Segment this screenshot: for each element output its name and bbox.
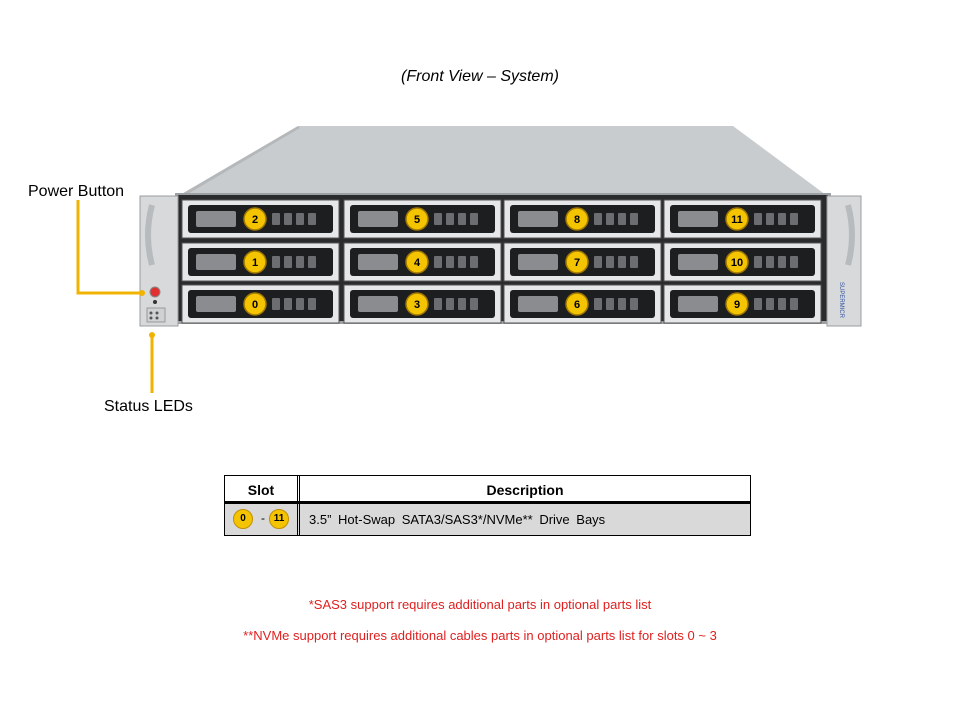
slot-number: 4	[414, 257, 421, 269]
table-header-row: Slot Description	[225, 476, 750, 504]
sas3-footnote: *SAS3 support requires additional parts …	[308, 597, 652, 612]
power-button-callout	[76, 200, 142, 295]
left-rack-ear	[139, 195, 179, 327]
nvme-footnote: **NVMe support requires additional cable…	[243, 628, 717, 643]
slot-number: 1	[252, 257, 258, 269]
drive-bay-9[interactable]: 9	[663, 284, 822, 324]
slot-number: 10	[731, 257, 743, 269]
status-leds-icon	[146, 307, 166, 323]
drive-bay-3[interactable]: 3	[343, 284, 502, 324]
slot-badge	[565, 250, 589, 274]
slot-badge	[405, 250, 429, 274]
drive-bay-7[interactable]: 7	[503, 242, 662, 282]
slot-number: 3	[414, 299, 420, 311]
status-leds-label: Status LEDs	[104, 398, 193, 415]
power-button-label: Power Button	[28, 183, 125, 200]
drive-bay-0[interactable]: 0	[181, 284, 340, 324]
slot-range-separator: -	[261, 511, 265, 525]
brand-logo: SUPERMICR	[838, 282, 844, 319]
drive-bay-2[interactable]: 2	[181, 199, 340, 239]
slot-badge	[725, 207, 749, 231]
slot-badge	[725, 292, 749, 316]
right-rack-ear: SUPERMICR	[826, 195, 862, 327]
drive-bay-1[interactable]: 1	[181, 242, 340, 282]
drive-bay-10[interactable]: 10	[663, 242, 822, 282]
slot-number: 5	[414, 214, 420, 226]
description-column-header: Description	[486, 482, 564, 498]
slot-number: 2	[252, 214, 258, 226]
chassis-top-cover	[180, 126, 826, 195]
drive-bay-11[interactable]: 11	[663, 199, 822, 239]
slot-number: 7	[574, 257, 580, 269]
figure-title: (Front View – System)	[401, 68, 559, 85]
power-button-icon	[149, 286, 161, 298]
slot-badge-start: 0	[233, 509, 253, 529]
slot-number: 0	[252, 299, 258, 311]
slot-number: 6	[574, 299, 580, 311]
slot-badge	[243, 250, 267, 274]
slot-number: 9	[734, 299, 740, 311]
slot-number: 11	[731, 214, 743, 226]
slot-legend-table: Slot Description 0 - 11 3.5” Hot-Swap SA…	[224, 475, 751, 536]
drive-bay-8[interactable]: 8	[503, 199, 662, 239]
description-cell: 3.5” Hot-Swap SATA3/SAS3*/NVMe** Drive B…	[309, 512, 606, 527]
slot-badge	[243, 292, 267, 316]
slot-badge	[243, 207, 267, 231]
slot-number: 8	[574, 214, 580, 226]
drive-bay-6[interactable]: 6	[503, 284, 662, 324]
slot-badge	[725, 250, 749, 274]
slot-badge-end: 11	[269, 509, 289, 529]
drive-bay-5[interactable]: 5	[343, 199, 502, 239]
table-row: 0 - 11 3.5” Hot-Swap SATA3/SAS3*/NVMe** …	[225, 504, 750, 535]
slot-badge	[565, 207, 589, 231]
drive-bay-4[interactable]: 4	[343, 242, 502, 282]
status-led-icon	[153, 300, 157, 304]
slot-badge	[405, 207, 429, 231]
slot-column-header: Slot	[247, 482, 275, 498]
slot-badge	[405, 292, 429, 316]
slot-badge	[565, 292, 589, 316]
